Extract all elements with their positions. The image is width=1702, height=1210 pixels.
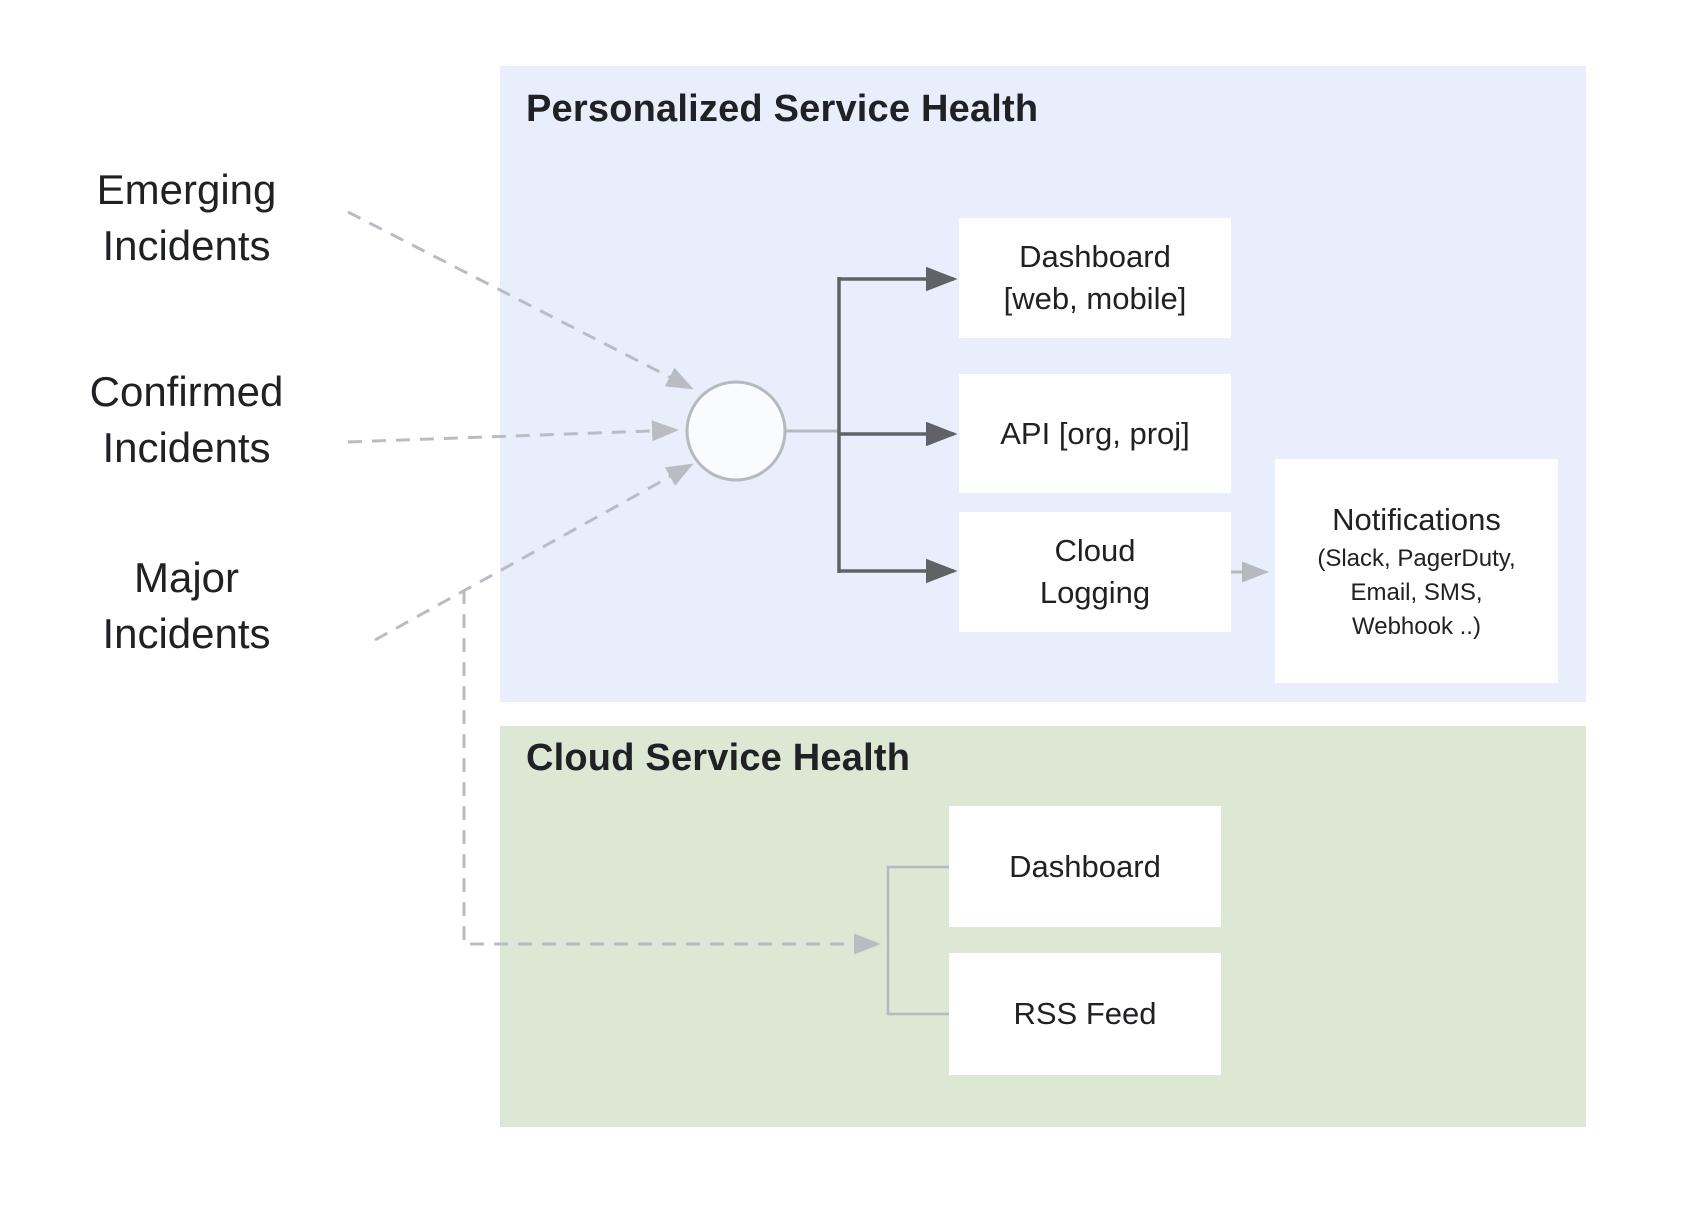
node-label: Logging — [1039, 575, 1151, 610]
label-emerging-incidents: Emerging Incidents — [20, 162, 353, 274]
hub-circle — [685, 380, 787, 482]
node-label: Dashboard — [1019, 239, 1171, 274]
node-label: Dashboard — [1009, 848, 1161, 884]
node-cloud-dashboard: Dashboard — [949, 806, 1221, 927]
notifications-channels-line: (Slack, PagerDuty, — [1317, 545, 1516, 572]
node-label: [web, mobile] — [1003, 281, 1187, 316]
notifications-channels-line: Email, SMS, — [1350, 579, 1483, 606]
node-api-org-proj: API [org, proj] — [959, 374, 1231, 493]
arrow-major-to-hub — [374, 463, 694, 642]
arrow-branch-to-cloud-service-health — [462, 590, 881, 955]
label-line: Major — [133, 554, 240, 601]
node-label: API [org, proj] — [1000, 415, 1190, 451]
node-cloud-logging: Cloud Logging — [959, 512, 1231, 632]
label-line: Incidents — [102, 424, 271, 471]
node-label: RSS Feed — [1013, 996, 1157, 1031]
label-major-incidents: Major Incidents — [20, 550, 353, 662]
node-notifications: Notifications (Slack, PagerDuty, Email, … — [1275, 459, 1558, 683]
node-rss-feed: RSS Feed — [949, 953, 1221, 1075]
label-line: Confirmed — [89, 368, 284, 415]
notifications-title: Notifications — [1332, 502, 1501, 537]
node-label: Cloud — [1054, 533, 1136, 568]
node-dashboard-web-mobile: Dashboard [web, mobile] — [959, 218, 1231, 338]
arrow-confirmed-to-hub — [347, 420, 679, 444]
notifications-channels-line: Webhook ..) — [1352, 613, 1481, 640]
label-line: Incidents — [102, 610, 271, 657]
bracket-dashboard-rss — [886, 865, 949, 1016]
label-line: Emerging — [96, 166, 277, 213]
personalized-service-health-title: Personalized Service Health — [526, 88, 1039, 130]
cloud-service-health-title: Cloud Service Health — [526, 737, 911, 779]
label-confirmed-incidents: Confirmed Incidents — [20, 364, 353, 476]
arrow-emerging-to-hub — [347, 210, 694, 390]
label-line: Incidents — [102, 222, 271, 269]
